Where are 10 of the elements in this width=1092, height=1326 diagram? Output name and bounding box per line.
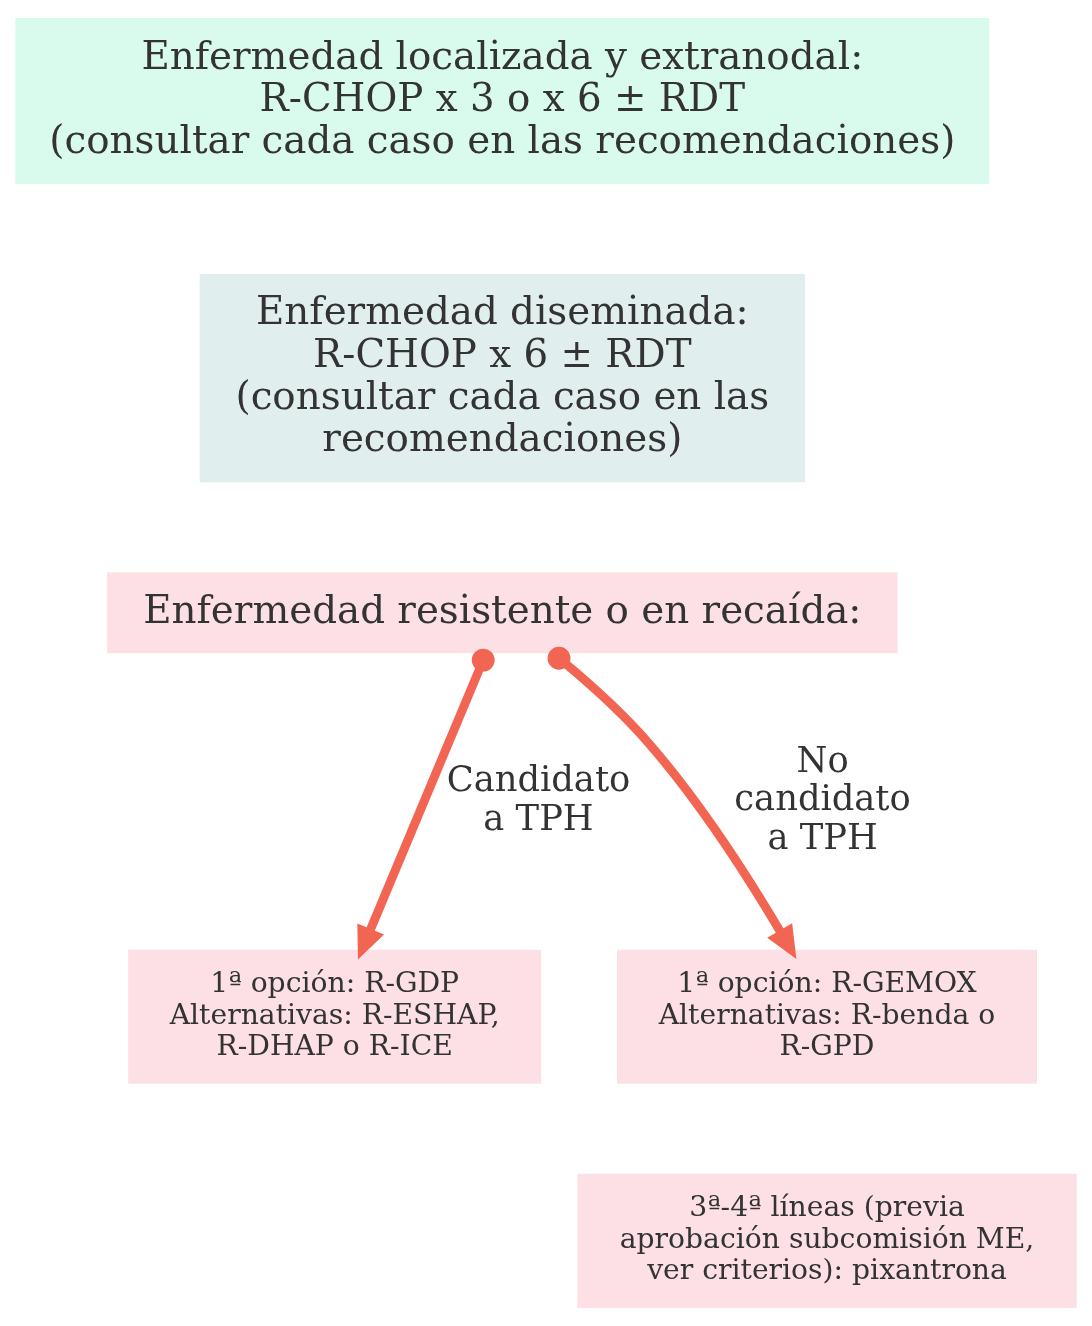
node-box: Enfermedad diseminada: R-CHOP x 6 ± RDT (consultar cada caso en las recomendaciones) [199, 273, 805, 483]
node-box: Enfermedad localizada y extranodal: R-CHOP x 3 o x 6 ± RDT (consultar cada caso en las recomendaciones) [15, 18, 990, 184]
node-box: 3ª-4ª líneas (previa aprobación subcomisión ME, ver criterios): pixantrona [577, 1173, 1077, 1308]
edge-label: No candidato a TPH [734, 738, 911, 858]
arrow [547, 646, 797, 960]
node-box: 1ª opción: R-GEMOX Alternativas: R-benda o R-GPD [617, 949, 1037, 1084]
node-box: Enfermedad resistente o en recaída: [107, 572, 898, 654]
edge-label: Candidato a TPH [446, 757, 631, 838]
arrow [357, 648, 495, 960]
node-box: 1ª opción: R-GDP Alternativas: R-ESHAP, R-DHAP o R-ICE [128, 949, 542, 1084]
